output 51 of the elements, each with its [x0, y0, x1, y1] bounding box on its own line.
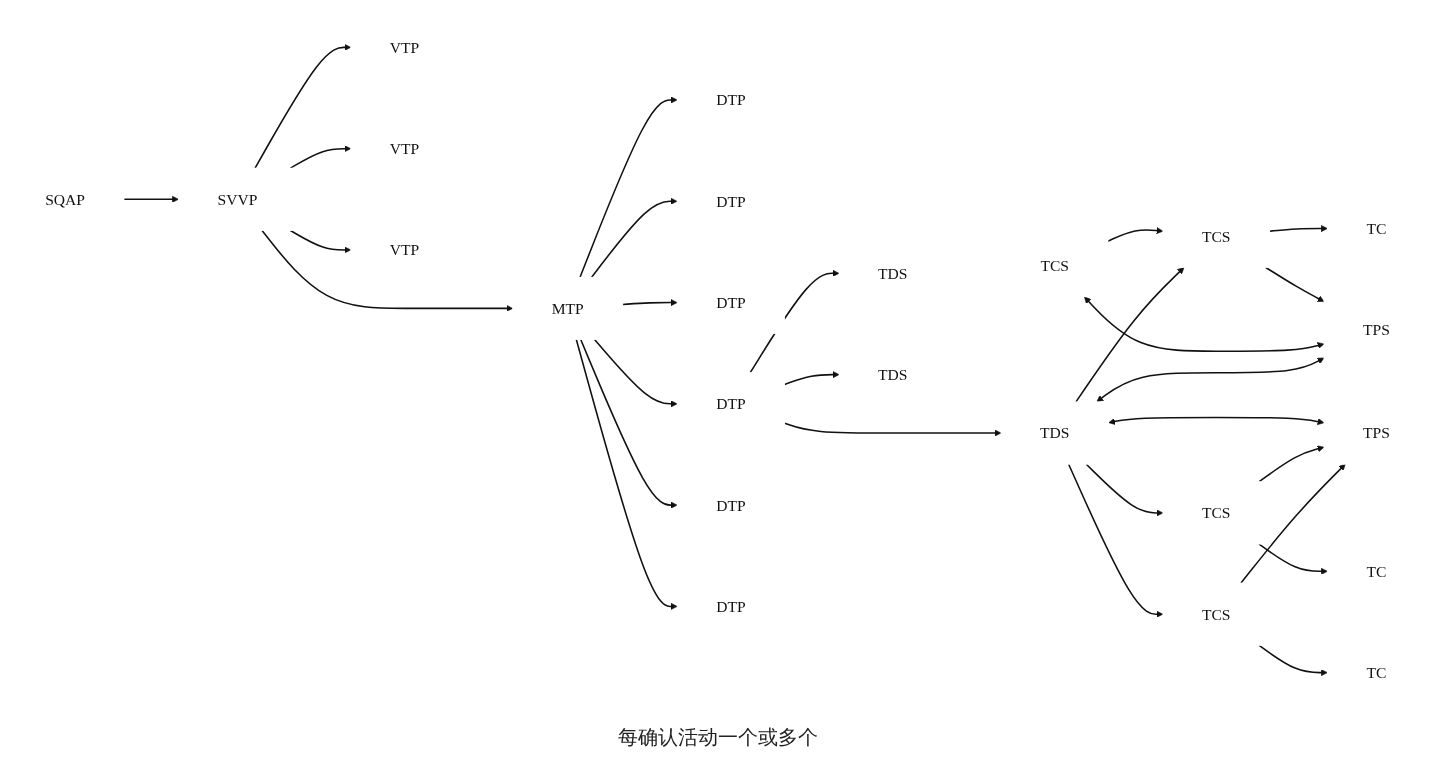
- node-text: TPS: [1362, 424, 1390, 442]
- arrow: [1268, 225, 1328, 232]
- node-text: TC: [1366, 664, 1387, 682]
- arrow: [579, 338, 678, 509]
- arrow: [123, 195, 179, 203]
- arrow: [1258, 445, 1325, 483]
- arrow: [1240, 463, 1346, 584]
- arrow: [1075, 267, 1185, 403]
- arrow: [289, 229, 352, 254]
- arrow: [1107, 227, 1164, 242]
- node-text: DTP: [716, 496, 746, 514]
- arrow: [783, 422, 1002, 437]
- node-text: TCS: [1201, 227, 1231, 245]
- node-text: DTP: [716, 597, 746, 615]
- node-text: TCS: [1201, 605, 1231, 623]
- node-text: SVVP: [217, 190, 258, 208]
- node-text: DTP: [716, 91, 746, 109]
- arrow: [1108, 416, 1325, 425]
- arrow: [749, 269, 840, 374]
- arrow: [1258, 644, 1328, 677]
- arrow: [1085, 463, 1164, 517]
- arrow: [254, 43, 352, 169]
- node-text: VTP: [389, 241, 420, 259]
- arrow: [1265, 266, 1325, 302]
- arrow: [1084, 296, 1325, 352]
- arrow: [590, 197, 678, 278]
- node-text: TDS: [878, 264, 908, 282]
- node-text: VTP: [389, 38, 420, 56]
- arrow: [575, 338, 678, 610]
- node-text: TCS: [1040, 256, 1070, 275]
- node-text: TC: [1366, 562, 1387, 580]
- arrow: [621, 299, 678, 306]
- node-text: DTP: [716, 395, 746, 413]
- note-text: 每确认活动一个或多个: [617, 726, 818, 748]
- node-text: VTP: [389, 140, 420, 158]
- node-text: TCS: [1201, 504, 1231, 522]
- arrow: [261, 229, 514, 312]
- arrow: [1067, 463, 1164, 618]
- node-text: MTP: [551, 299, 584, 317]
- arrow: [579, 96, 678, 278]
- arrow: [1258, 543, 1328, 575]
- arrow: [593, 338, 678, 408]
- arrow: [1096, 357, 1325, 402]
- node-text: TDS: [878, 366, 908, 384]
- node-text: DTP: [716, 192, 746, 210]
- node-text: TDS: [1040, 424, 1070, 442]
- arrow: [783, 371, 840, 386]
- node-text: TPS: [1362, 321, 1390, 339]
- node-text: TC: [1366, 219, 1387, 238]
- node-text: SQAP: [45, 190, 86, 208]
- arrow: [289, 145, 352, 169]
